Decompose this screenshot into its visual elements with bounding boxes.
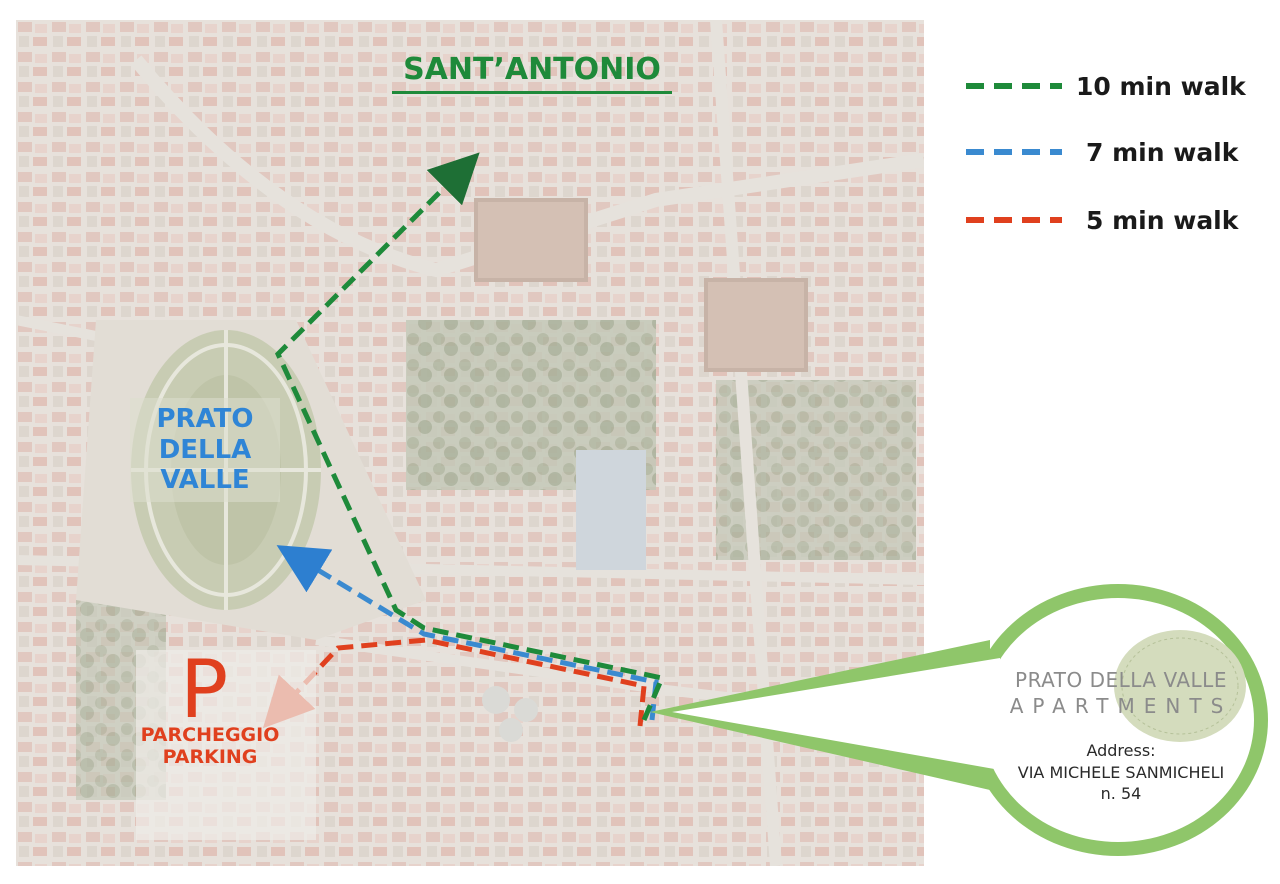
address-number: n. 54 (1100, 784, 1142, 804)
legend-label-5min: 5 min walk (1086, 206, 1239, 235)
legend-item-10min: 10 min walk (964, 68, 1264, 108)
route-10min (275, 152, 666, 721)
apartments-logo: PRATO DELLA VALLE APARTMENTS (996, 668, 1246, 718)
parking-label-it: PARCHEGGIO (140, 724, 280, 746)
legend-dash-blue (966, 149, 1062, 155)
logo-badge (1114, 630, 1246, 742)
address-block: Address: VIA MICHELE SANMICHELI n. 54 (996, 740, 1246, 805)
address-street: VIA MICHELE SANMICHELI (1017, 762, 1225, 782)
address-label: Address: (1086, 741, 1156, 760)
parking-label-en: PARKING (162, 746, 258, 769)
legend-label-7min: 7 min walk (1086, 138, 1239, 167)
parking-label: PARCHEGGIO PARKING (120, 724, 300, 769)
legend-dash-red (966, 217, 1062, 223)
legend-label-10min: 10 min walk (1076, 72, 1246, 101)
legend-dash-green (966, 83, 1062, 89)
logo-line-1: PRATO DELLA VALLE (1015, 668, 1227, 692)
parking-area (136, 650, 316, 840)
route-7min (276, 545, 659, 721)
route-5min (262, 637, 647, 729)
logo-line-2: APARTMENTS (1009, 694, 1233, 718)
legend-item-7min: 7 min walk (964, 134, 1264, 174)
parking-symbol: P (180, 643, 229, 736)
sant-antonio-label: SANT’ANTONIO (392, 52, 672, 95)
legend-item-5min: 5 min walk (964, 202, 1264, 242)
route-overlay (262, 152, 666, 729)
